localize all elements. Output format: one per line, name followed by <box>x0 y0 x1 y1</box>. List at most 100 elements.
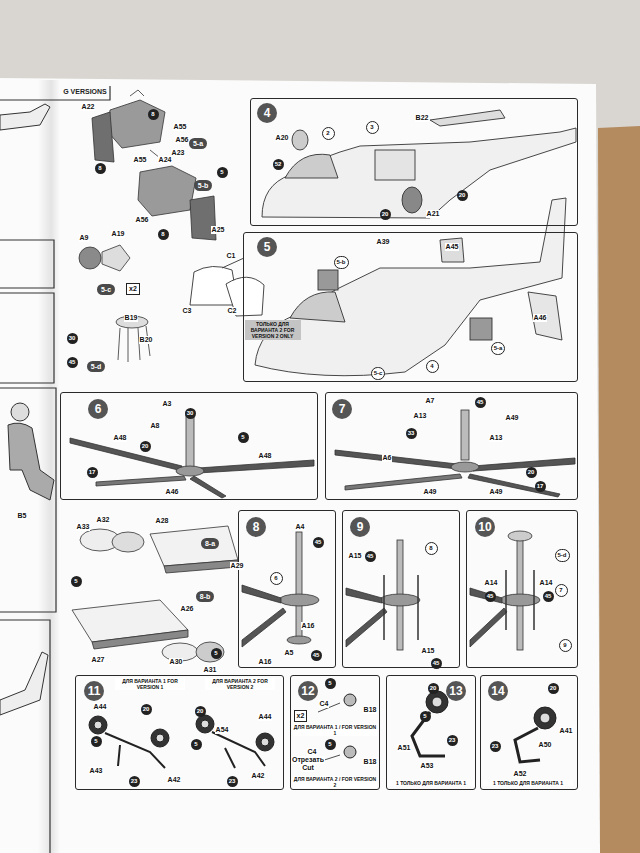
tag-text: x2 <box>297 712 305 720</box>
paint-callout: 5 <box>91 736 102 747</box>
tag-text: 5-a <box>193 139 203 148</box>
paint-callout: 5 <box>420 711 431 722</box>
paint-callout: 20 <box>457 190 468 201</box>
part-number: C1 <box>226 252 237 260</box>
part-number: A56 <box>175 136 190 144</box>
part-number: A56 <box>135 216 150 224</box>
version-note: 1 ТОЛЬКО ДЛЯ ВАРИАНТА 1 <box>388 780 474 786</box>
tag-text: 8-a <box>205 539 215 548</box>
step-number: 5 <box>257 237 277 257</box>
paint-callout: 30 <box>67 333 78 344</box>
part-number: A53 <box>420 762 435 770</box>
part-number: A55 <box>133 156 148 164</box>
part-number: A32 <box>96 516 111 524</box>
part-number: A16 <box>258 658 273 666</box>
part-number: Отрезать <box>291 756 325 764</box>
paint-callout: 5 <box>211 648 222 659</box>
part-number: C3 <box>182 307 193 315</box>
paint-callout: 17 <box>87 467 98 478</box>
part-number: A15 <box>348 552 363 560</box>
part-number: B22 <box>415 114 430 122</box>
step-reference: 7 <box>555 584 568 597</box>
part-number: B19 <box>124 314 139 322</box>
part-number: A45 <box>445 243 460 251</box>
part-number: A46 <box>165 488 180 496</box>
paint-callout: 20 <box>428 683 439 694</box>
step-number: 14 <box>488 681 508 701</box>
paint-callout: 5 <box>191 739 202 750</box>
paint-callout: 45 <box>475 397 486 408</box>
step-number: 9 <box>350 517 370 537</box>
step-number: 6 <box>88 399 108 419</box>
quantity-box: x2 <box>126 283 140 295</box>
part-number: A49 <box>505 414 520 422</box>
substep-tag: 5-c <box>97 284 115 295</box>
version-note: ДЛЯ ВАРИАНТА 2 FOR VERSION 2 <box>205 678 275 690</box>
substep-tag: 5-b <box>194 180 213 191</box>
paint-callout: 33 <box>406 428 417 439</box>
paint-callout: 45 <box>313 537 324 548</box>
part-number: A39 <box>376 238 391 246</box>
paint-callout: 23 <box>490 741 501 752</box>
step-reference: 2 <box>322 127 335 140</box>
step-reference: 5-d <box>555 549 570 562</box>
paint-callout: 20 <box>195 706 206 717</box>
part-number: A42 <box>167 776 182 784</box>
step-number: 7 <box>332 399 352 419</box>
part-number: A55 <box>173 123 188 131</box>
part-number: A15 <box>421 647 436 655</box>
quantity-box: x2 <box>294 710 308 722</box>
paint-callout: 5 <box>71 576 82 587</box>
step-panel: 9 <box>342 510 460 668</box>
tag-text: 8-b <box>200 592 211 601</box>
part-number: A27 <box>91 656 106 664</box>
part-number: C2 <box>227 307 238 315</box>
part-number: C4 <box>319 700 330 708</box>
part-number: A3 <box>162 400 173 408</box>
part-number: A46 <box>533 314 548 322</box>
part-number: A24 <box>158 156 173 164</box>
part-number: A22 <box>81 103 96 111</box>
paint-callout: 20 <box>140 441 151 452</box>
version-note: 1 ТОЛЬКО ДЛЯ ВАРИАНТА 1 <box>483 780 573 786</box>
part-number: A41 <box>559 727 574 735</box>
part-number: A26 <box>180 605 195 613</box>
tag-text: ТОЛЬКО ДЛЯ ВАРИАНТА 2 FOR VERSION 2 ONLY <box>247 321 299 339</box>
tag-text: 5-c <box>101 285 111 294</box>
version-note: ТОЛЬКО ДЛЯ ВАРИАНТА 2 FOR VERSION 2 ONLY <box>245 320 301 340</box>
substep-tag: 8-a <box>201 538 219 549</box>
part-number: A44 <box>258 713 273 721</box>
paint-callout: 52 <box>273 159 284 170</box>
paint-callout: 30 <box>185 408 196 419</box>
part-number: A49 <box>489 488 504 496</box>
paint-callout: 23 <box>447 735 458 746</box>
part-number: A13 <box>413 412 428 420</box>
paint-callout: 23 <box>227 776 238 787</box>
part-number: A52 <box>513 770 528 778</box>
version-note: ДЛЯ ВАРИАНТА 1 FOR VERSION 1 <box>115 678 185 690</box>
substep-tag: 5-a <box>189 138 207 149</box>
part-number: A16 <box>301 622 316 630</box>
tag-text: 5-b <box>198 181 209 190</box>
step-reference: 6 <box>270 572 283 585</box>
part-number: A44 <box>93 703 108 711</box>
part-number: A13 <box>489 434 504 442</box>
step-reference: 9 <box>559 639 572 652</box>
paint-callout: 45 <box>67 357 78 368</box>
part-number: A14 <box>539 579 554 587</box>
part-number: A5 <box>284 649 295 657</box>
paint-callout: 45 <box>311 650 322 661</box>
part-number: A51 <box>397 744 412 752</box>
part-number: Cut <box>301 764 315 772</box>
part-number: A33 <box>76 523 91 531</box>
part-number: A19 <box>111 230 126 238</box>
paint-callout: 23 <box>129 776 140 787</box>
part-number: B18 <box>363 758 378 766</box>
part-number: A7 <box>425 397 436 405</box>
paint-callout: 5 <box>325 678 336 689</box>
paint-callout: 45 <box>485 591 496 602</box>
part-number: A54 <box>215 726 230 734</box>
step-number: 10 <box>475 517 495 537</box>
part-number: B20 <box>139 336 154 344</box>
